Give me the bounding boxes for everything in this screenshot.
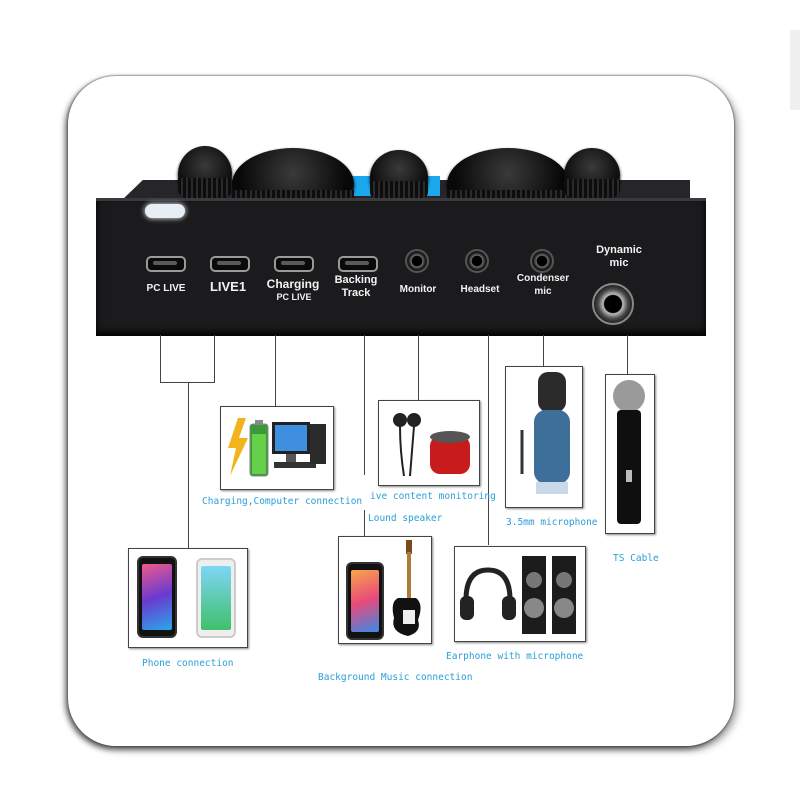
usb-port-charging — [274, 256, 314, 272]
connector-line — [275, 335, 276, 407]
power-button — [145, 204, 185, 218]
condenser-mic-illustration — [520, 372, 570, 494]
jack-condenser-mic — [530, 249, 554, 273]
earphone-illustration — [460, 556, 576, 634]
caption-ts-cable: TS Cable — [613, 553, 659, 564]
charging-computer-illustration — [228, 418, 326, 477]
wireless-microphone-icon — [613, 380, 645, 412]
jack-dynamic-mic — [592, 283, 634, 325]
caption-live-monitoring: ive content monitoring — [370, 491, 496, 502]
port-label-track: Track — [341, 287, 371, 299]
corner-mark — [790, 30, 800, 110]
connector-line — [364, 510, 365, 536]
connector-line — [160, 382, 215, 383]
usb-port-pc-live — [146, 256, 186, 272]
condenser-microphone-icon — [538, 372, 566, 412]
caption-speaker: Lound speaker — [368, 513, 443, 524]
tower-speaker-icon — [522, 556, 546, 634]
usb-port-backing-track — [338, 256, 378, 272]
port-label-backing: Backing — [334, 274, 378, 286]
guitar-icon — [406, 540, 412, 554]
port-label-charging: Charging — [266, 277, 320, 291]
speaker-icon — [430, 436, 470, 474]
earphone-icon — [393, 413, 407, 427]
jack-monitor — [405, 249, 429, 273]
caption-charging: Charging,Computer connection — [202, 496, 363, 507]
port-label-dynamic: Dynamic — [596, 244, 642, 256]
connector-line — [188, 382, 189, 548]
connector-line — [418, 335, 419, 401]
guitar-illustration — [392, 540, 421, 636]
monitoring-illustration — [393, 413, 470, 477]
port-label-monitor: Monitor — [399, 284, 437, 295]
caption-phone: Phone connection — [142, 658, 234, 669]
connector-line — [214, 335, 215, 383]
headphone-icon — [463, 567, 513, 601]
caption-earphone: Earphone with microphone — [446, 651, 584, 662]
caption-background-music: Background Music connection — [318, 672, 473, 683]
dynamic-mic-illustration — [613, 380, 645, 524]
charging-bolt-icon — [228, 418, 248, 476]
connector-line — [160, 335, 161, 383]
port-label-live1: LIVE1 — [209, 279, 247, 294]
connector-line — [364, 335, 365, 475]
smartphone-icon — [196, 558, 236, 638]
port-label-condenser: Condenser — [516, 273, 570, 284]
port-label-condenser-mic: mic — [534, 286, 552, 297]
smartphone-icon — [346, 562, 384, 640]
usb-port-live1 — [210, 256, 250, 272]
connector-line — [627, 335, 628, 375]
port-label-headset: Headset — [460, 284, 500, 295]
small-knob-2 — [370, 150, 428, 204]
connector-line — [543, 335, 544, 367]
small-knob-3 — [564, 148, 620, 202]
port-label-dynamic-mic: mic — [609, 257, 629, 269]
port-label-charging-sub: PC LIVE — [276, 292, 312, 302]
caption-35mm-mic: 3.5mm microphone — [506, 517, 598, 528]
port-label-pc-live: PC LIVE — [146, 283, 186, 294]
smartphone-icon — [137, 556, 177, 638]
small-knob-1 — [178, 146, 232, 202]
connector-line — [488, 335, 489, 545]
jack-headset — [465, 249, 489, 273]
